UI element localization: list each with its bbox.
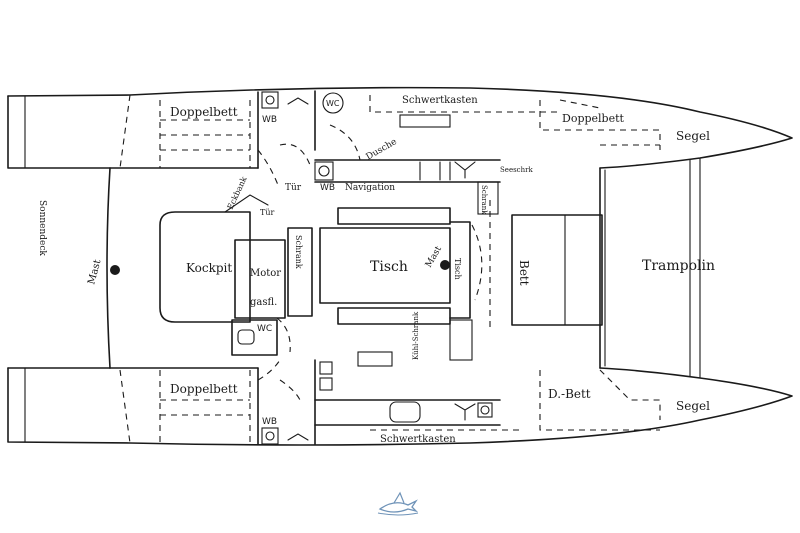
label-segel-port: Segel [676,129,710,143]
label-doppelbett-port: Doppelbett [170,105,238,119]
plan-labels: Doppelbett Doppelbett Doppelbett D.-Bett… [37,95,715,445]
flying-fish-logo [377,491,419,516]
label-wb-port: WB [262,115,277,125]
label-bett: Bett [517,260,531,286]
mast-left-icon [110,265,120,275]
label-wb-stb: WB [262,417,277,427]
label-schrank-top: Schrank [480,185,488,215]
label-kuehlschrank: Kühl-Schrank [412,311,420,360]
label-mast-left: Mast [86,258,103,285]
label-eckbank: Eckbank [226,175,249,211]
label-seeschrank: Seeschrk [500,166,533,174]
label-dbett-bow: D.-Bett [548,387,591,401]
label-segel-stb: Segel [676,399,710,413]
label-kockpit: Kockpit [186,261,232,275]
label-gasfl: gasfl. [250,297,277,308]
label-schwertkasten-port: Schwertkasten [402,95,478,106]
mast-center-icon [440,260,450,270]
label-schrank-left: Schrank [294,235,303,269]
label-wc-port: WC [326,99,340,108]
hull-outline [7,86,793,446]
label-tur-small: Tür [260,208,274,217]
saloon-and-cockpit [110,149,603,381]
label-wc-cockpit: WC [257,324,272,334]
label-doppelbett-stb: Doppelbett [170,382,238,396]
label-tur: Tür [285,183,302,193]
label-tisch: Tisch [370,259,408,275]
label-schwertkasten-stb: Schwertkasten [380,434,456,445]
label-sonnendeck: Sonnendeck [37,200,47,256]
starboard-hull-cabins [119,359,661,445]
label-navigation: Navigation [345,183,395,193]
label-motor: Motor [250,268,281,279]
label-wb-nav: WB [320,183,335,193]
label-dusche: Dusche [365,137,399,163]
label-doppelbett-bow: Doppelbett [562,112,625,125]
label-tisch-small: Tisch [453,258,462,280]
label-trampolin: Trampolin [642,258,715,274]
port-hull-cabins [119,90,661,183]
